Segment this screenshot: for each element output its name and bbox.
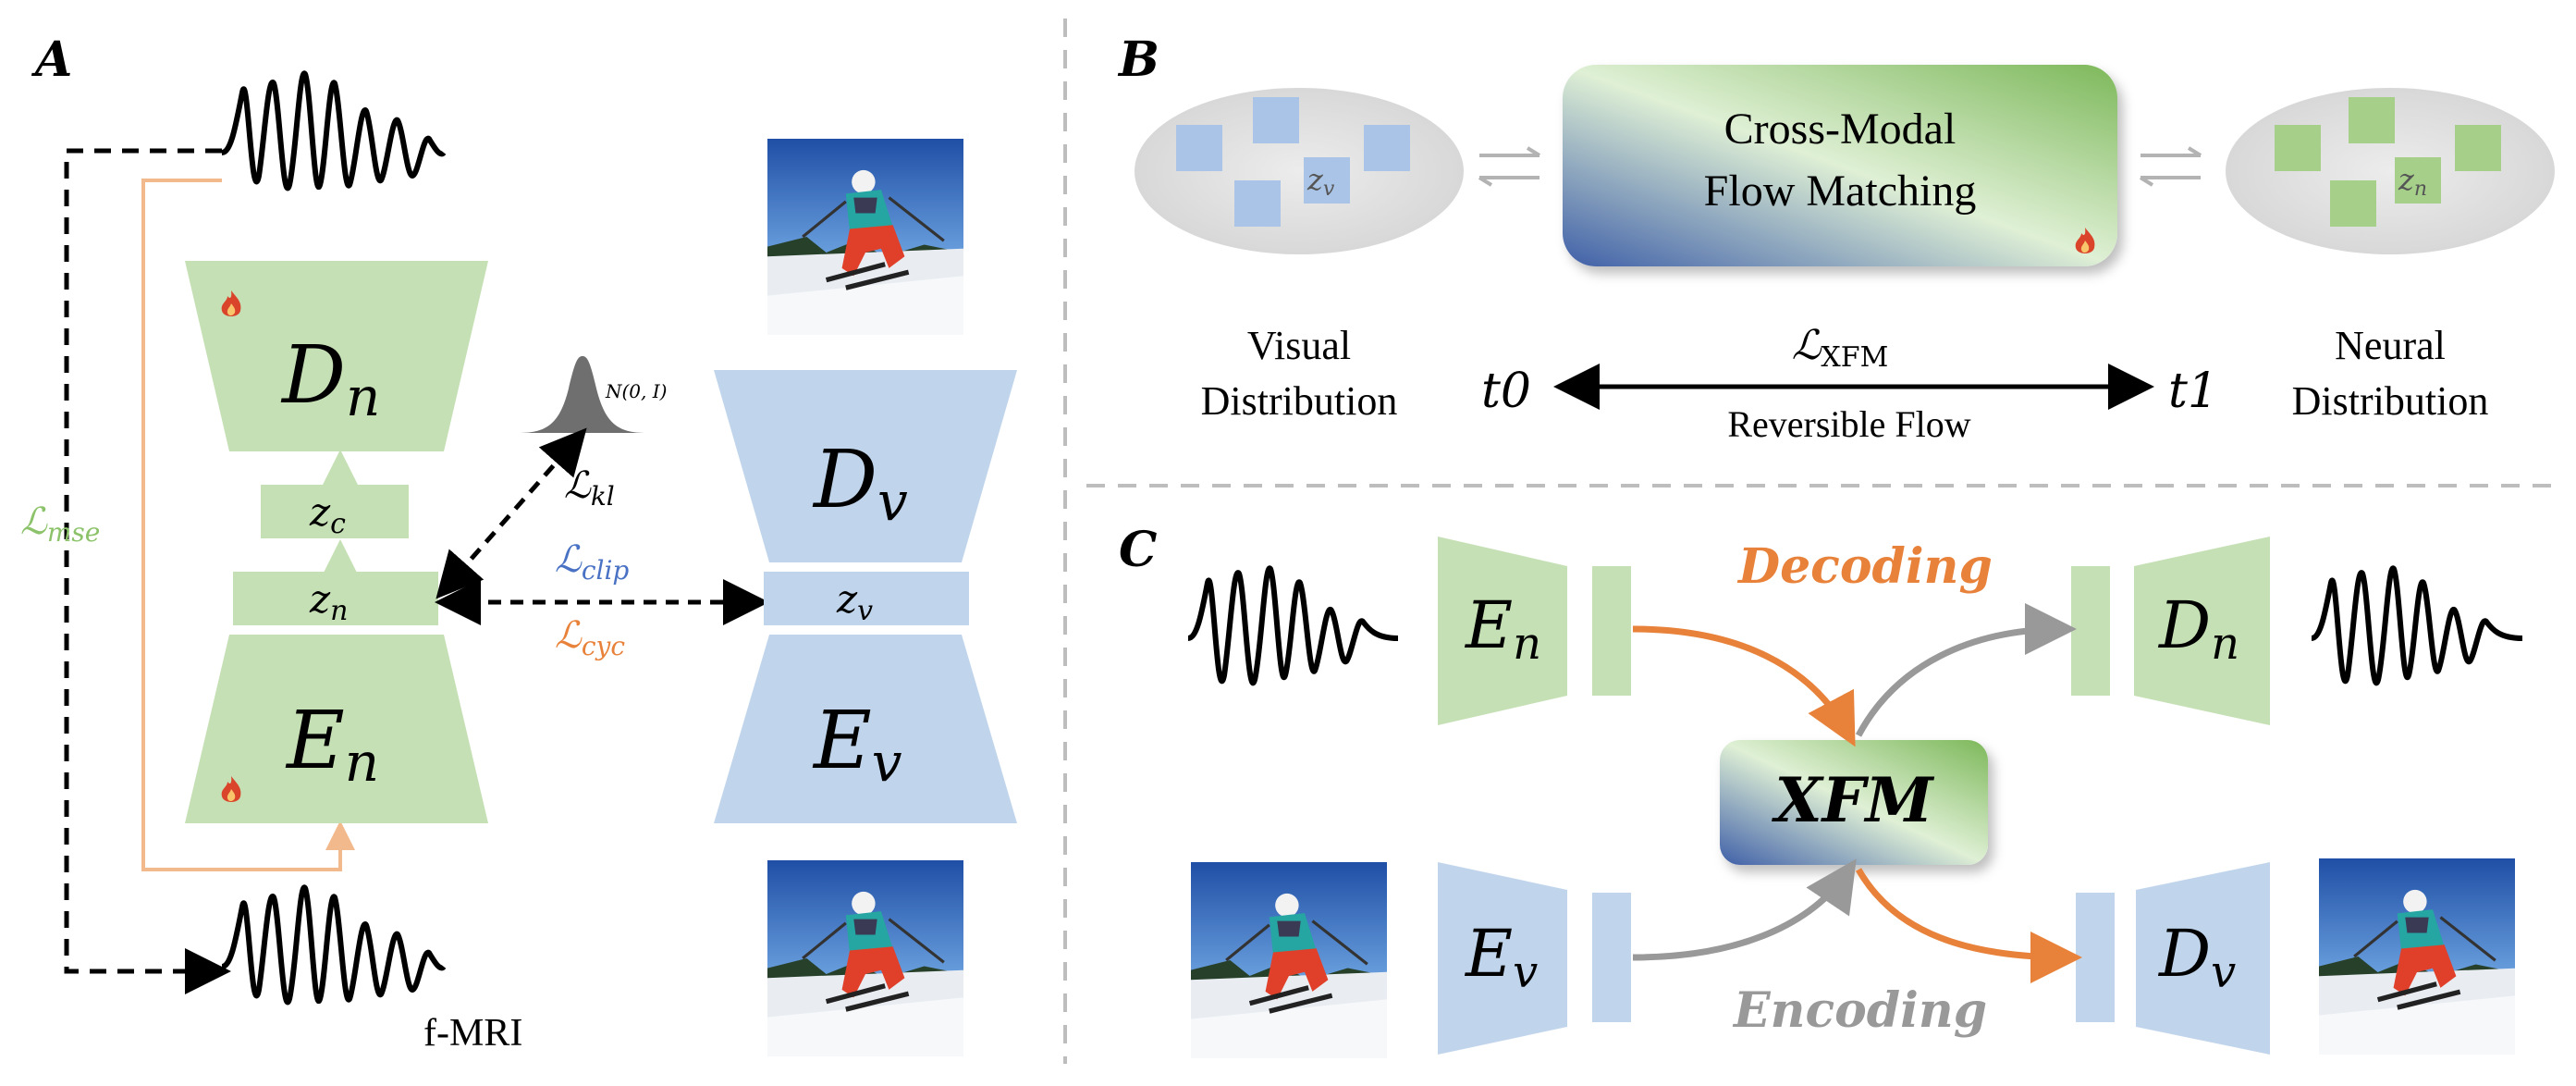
visual-latent-label: zv <box>1306 162 1335 201</box>
panel-a-letter: A <box>31 31 72 88</box>
panel-c-letter: C <box>1119 522 1157 578</box>
neural-decoder-block <box>185 261 488 451</box>
latent-zn-block <box>233 572 438 625</box>
c-neural-decoder-block <box>2134 537 2270 725</box>
input-flow-arrow <box>141 179 355 871</box>
c-visual-decoder-block <box>2136 862 2270 1055</box>
t-end-label: t1 <box>2168 364 2218 419</box>
visual-decoder-label: Dv <box>812 434 908 533</box>
neural-encoder-label: En <box>285 695 379 794</box>
neural-distribution-line2: Distribution <box>2292 378 2489 424</box>
visual-sample <box>1253 97 1299 143</box>
mse-loss-arrow <box>64 148 231 994</box>
reversible-flow-label: Reversible Flow <box>1727 403 1970 445</box>
visual-encoder-block <box>714 635 1017 823</box>
loss-kl-label: ℒkl <box>564 464 615 512</box>
latent-zv-label: zv <box>836 576 873 627</box>
neural-distribution-line1: Neural <box>2335 323 2446 368</box>
t-start-label: t0 <box>1481 364 1531 419</box>
c-neural-encoder-block <box>1438 537 1567 725</box>
fmri-label: f-MRI <box>423 1012 522 1055</box>
decoding-arrow-in <box>1632 625 1856 747</box>
neural-input-waveform <box>1187 565 1399 686</box>
reconstructed-image-bottom <box>767 860 963 1056</box>
encoding-label: Encoding <box>1732 982 1987 1039</box>
xfm-label: XFM <box>1771 764 1934 836</box>
visual-decoder-block <box>714 370 1017 562</box>
decoding-label: Decoding <box>1736 538 1993 595</box>
neural-sample <box>2395 157 2441 204</box>
flow-matching-box <box>1563 65 2117 266</box>
visual-encoder-label: Ev <box>812 695 902 794</box>
visual-sample <box>1364 125 1410 171</box>
c-neural-latent <box>1592 566 1631 696</box>
c-visual-latent-out <box>2076 893 2115 1022</box>
neural-sample <box>2349 97 2395 143</box>
xfm-box <box>1720 740 1988 865</box>
panel-b-letter: B <box>1117 31 1159 88</box>
visual-sample <box>1234 180 1281 227</box>
loss-mse-label: ℒmse <box>20 500 100 548</box>
neural-output-waveform <box>2311 565 2523 686</box>
latent-zc-block <box>261 485 409 538</box>
c-output-image <box>2319 858 2515 1055</box>
flow-box-line1: Cross-Modal <box>1724 105 1957 154</box>
latent-zn-label: zn <box>309 576 348 627</box>
fmri-waveform-bottom <box>221 884 447 1006</box>
loss-clip-label: ℒclip <box>555 538 629 586</box>
c-visual-decoder-label: Dv <box>2157 916 2236 998</box>
c-neural-decoder-label: Dn <box>2157 587 2239 670</box>
neural-sample <box>2455 125 2501 171</box>
latent-zv-block <box>764 572 969 625</box>
encoding-arrow-out <box>1855 603 2077 737</box>
c-neural-encoder-label: En <box>1464 587 1541 670</box>
c-neural-latent-out <box>2071 566 2110 696</box>
bidirectional-icon <box>1479 146 1541 157</box>
c-input-image <box>1191 862 1387 1058</box>
neural-encoder-block <box>185 635 488 823</box>
visual-distribution-line1: Visual <box>1247 323 1351 368</box>
visual-sample <box>1304 157 1350 204</box>
latent-zc-label: zc <box>309 489 346 540</box>
bidirectional-icon <box>2141 146 2202 157</box>
gaussian-label: N(0, I) <box>605 380 667 402</box>
loss-xfm-label: ℒXFM <box>1792 322 1889 374</box>
gaussian-icon <box>518 356 647 433</box>
neural-latent-label: zn <box>2398 162 2427 201</box>
fmri-waveform-top <box>221 70 447 191</box>
neural-sample <box>2275 125 2321 171</box>
neural-decoder-label: Dn <box>280 329 380 428</box>
c-visual-encoder-label: Ev <box>1464 916 1538 998</box>
loss-cyc-label: ℒcyc <box>555 614 625 661</box>
c-visual-encoder-block <box>1438 862 1567 1055</box>
input-image-top <box>767 139 963 335</box>
visual-sample <box>1176 125 1222 171</box>
kl-loss-arrow <box>435 427 587 599</box>
neural-sample <box>2330 180 2376 227</box>
decoding-arrow-out <box>1855 868 2082 983</box>
flow-box-line2: Flow Matching <box>1704 167 1977 216</box>
encoding-arrow-in <box>1632 858 1857 961</box>
c-visual-latent <box>1592 893 1631 1022</box>
visual-distribution-line2: Distribution <box>1201 378 1398 424</box>
